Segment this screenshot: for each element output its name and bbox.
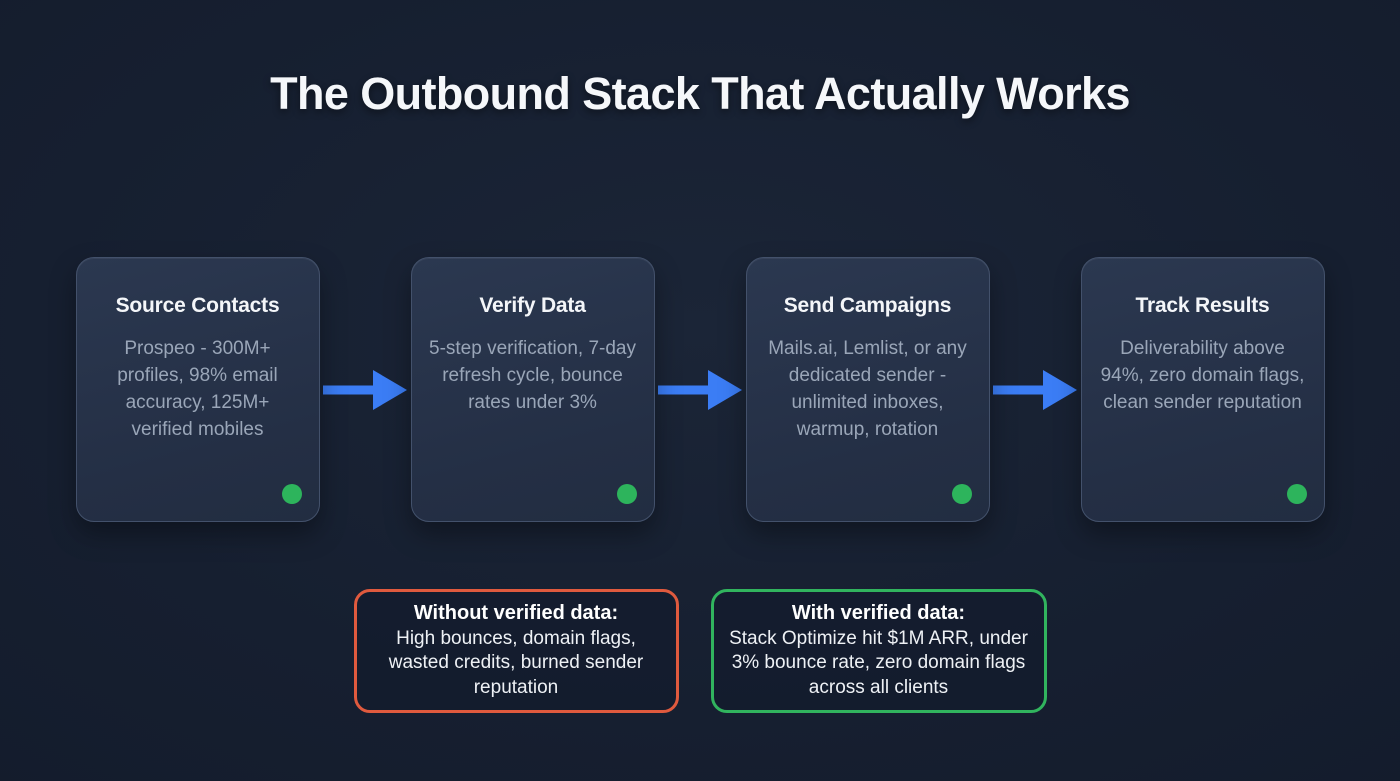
step-description: Mails.ai, Lemlist, or any dedicated send… — [768, 338, 967, 440]
right-arrow-icon — [658, 369, 742, 410]
step-description: Deliverability above 94%, zero domain fl… — [1100, 338, 1305, 413]
step-card-send-campaigns: Send Campaigns Mails.ai, Lemlist, or any… — [745, 257, 990, 522]
step-title: Verify Data — [479, 294, 586, 317]
step-card-track-results: Track Results Deliverability above 94%, … — [1080, 257, 1325, 522]
right-arrow-icon — [323, 369, 407, 410]
step-card-verify-data: Verify Data 5-step verification, 7-day r… — [410, 257, 655, 522]
callout-description: High bounces, domain flags, wasted credi… — [388, 627, 644, 698]
green-status-dot-icon — [1286, 484, 1307, 504]
step-title: Send Campaigns — [783, 294, 952, 317]
callout-title: Without verified data: — [413, 601, 619, 624]
callout-without-verified-data: Without verified data: High bounces, dom… — [353, 589, 679, 713]
green-status-dot-icon — [616, 484, 637, 504]
right-arrow-icon — [993, 369, 1077, 410]
flow-arrow-2 — [655, 257, 746, 522]
step-card-source-contacts: Source Contacts Prospeo - 300M+ profiles… — [75, 257, 320, 522]
flow-row: Source Contacts Prospeo - 300M+ profiles… — [0, 257, 1400, 522]
callout-description: Stack Optimize hit $1M ARR, under 3% bou… — [729, 627, 1028, 698]
callout-title: With verified data: — [791, 601, 966, 624]
step-title: Source Contacts — [115, 294, 280, 317]
green-status-dot-icon — [951, 484, 972, 504]
step-title: Track Results — [1135, 294, 1270, 317]
callout-with-verified-data: With verified data: Stack Optimize hit $… — [710, 589, 1047, 713]
page-title: The Outbound Stack That Actually Works — [270, 68, 1130, 119]
flow-arrow-1 — [320, 257, 411, 522]
callout-row: Without verified data: High bounces, dom… — [0, 589, 1400, 713]
green-status-dot-icon — [281, 484, 302, 504]
step-description: 5-step verification, 7-day refresh cycle… — [429, 338, 636, 413]
flow-arrow-3 — [990, 257, 1081, 522]
step-description: Prospeo - 300M+ profiles, 98% email accu… — [117, 338, 278, 440]
